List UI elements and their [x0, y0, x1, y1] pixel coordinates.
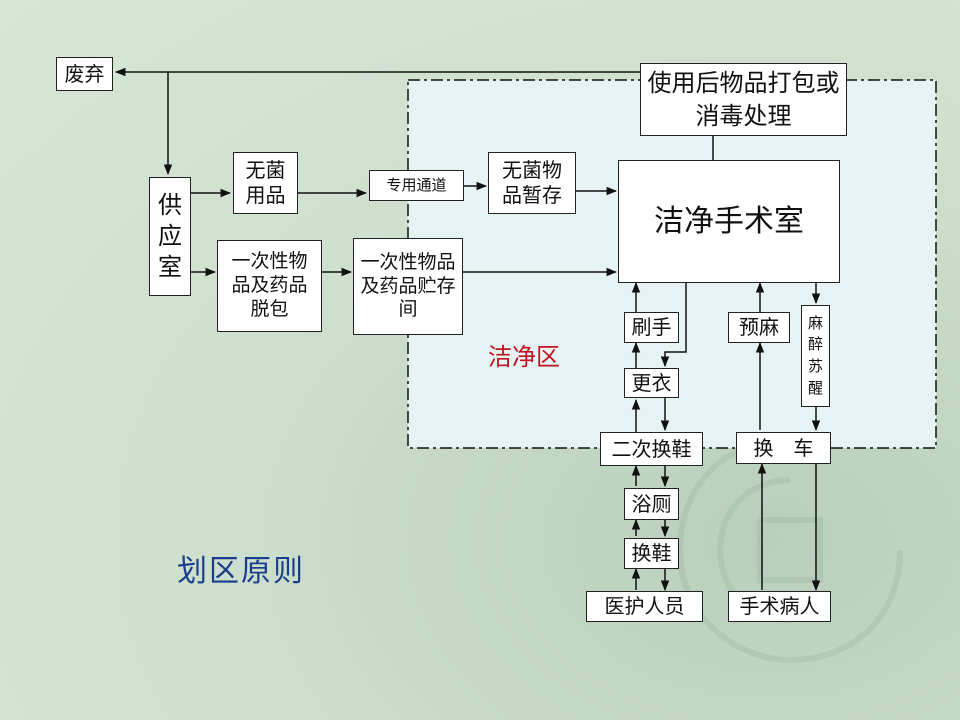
box-clean-operating-room: 洁净手术室	[618, 160, 840, 283]
box-dedicated-channel: 专用通道	[369, 170, 464, 201]
clean-zone-label: 洁净区	[488, 343, 560, 371]
box-change-clothes: 更衣	[624, 368, 679, 398]
box-disposable-storage: 一次性物品及药品贮存间	[353, 238, 463, 335]
box-pre-anesthesia: 预麻	[728, 312, 790, 343]
box-sterile-storage: 无菌物品暂存	[488, 152, 576, 214]
box-surgical-patient: 手术病人	[728, 591, 831, 622]
box-cart-change: 换 车	[736, 432, 831, 464]
box-supply-room: 供应室	[149, 177, 191, 296]
box-anesthesia-recovery: 麻醉苏醒	[801, 305, 830, 407]
slide-title: 划区原则	[177, 554, 305, 589]
box-second-shoe-change: 二次换鞋	[600, 432, 703, 466]
box-medical-staff: 医护人员	[586, 591, 703, 622]
box-disposable-unpack: 一次性物品及药品脱包	[217, 240, 322, 332]
box-discard: 废弃	[56, 57, 113, 91]
box-shoe-change: 换鞋	[624, 538, 679, 569]
box-scrub: 刷手	[624, 312, 679, 343]
box-shower-toilet: 浴厕	[624, 488, 679, 520]
box-used-items-processing: 使用后物品打包或消毒处理	[640, 63, 847, 136]
box-sterile-items: 无菌用品	[233, 152, 298, 214]
